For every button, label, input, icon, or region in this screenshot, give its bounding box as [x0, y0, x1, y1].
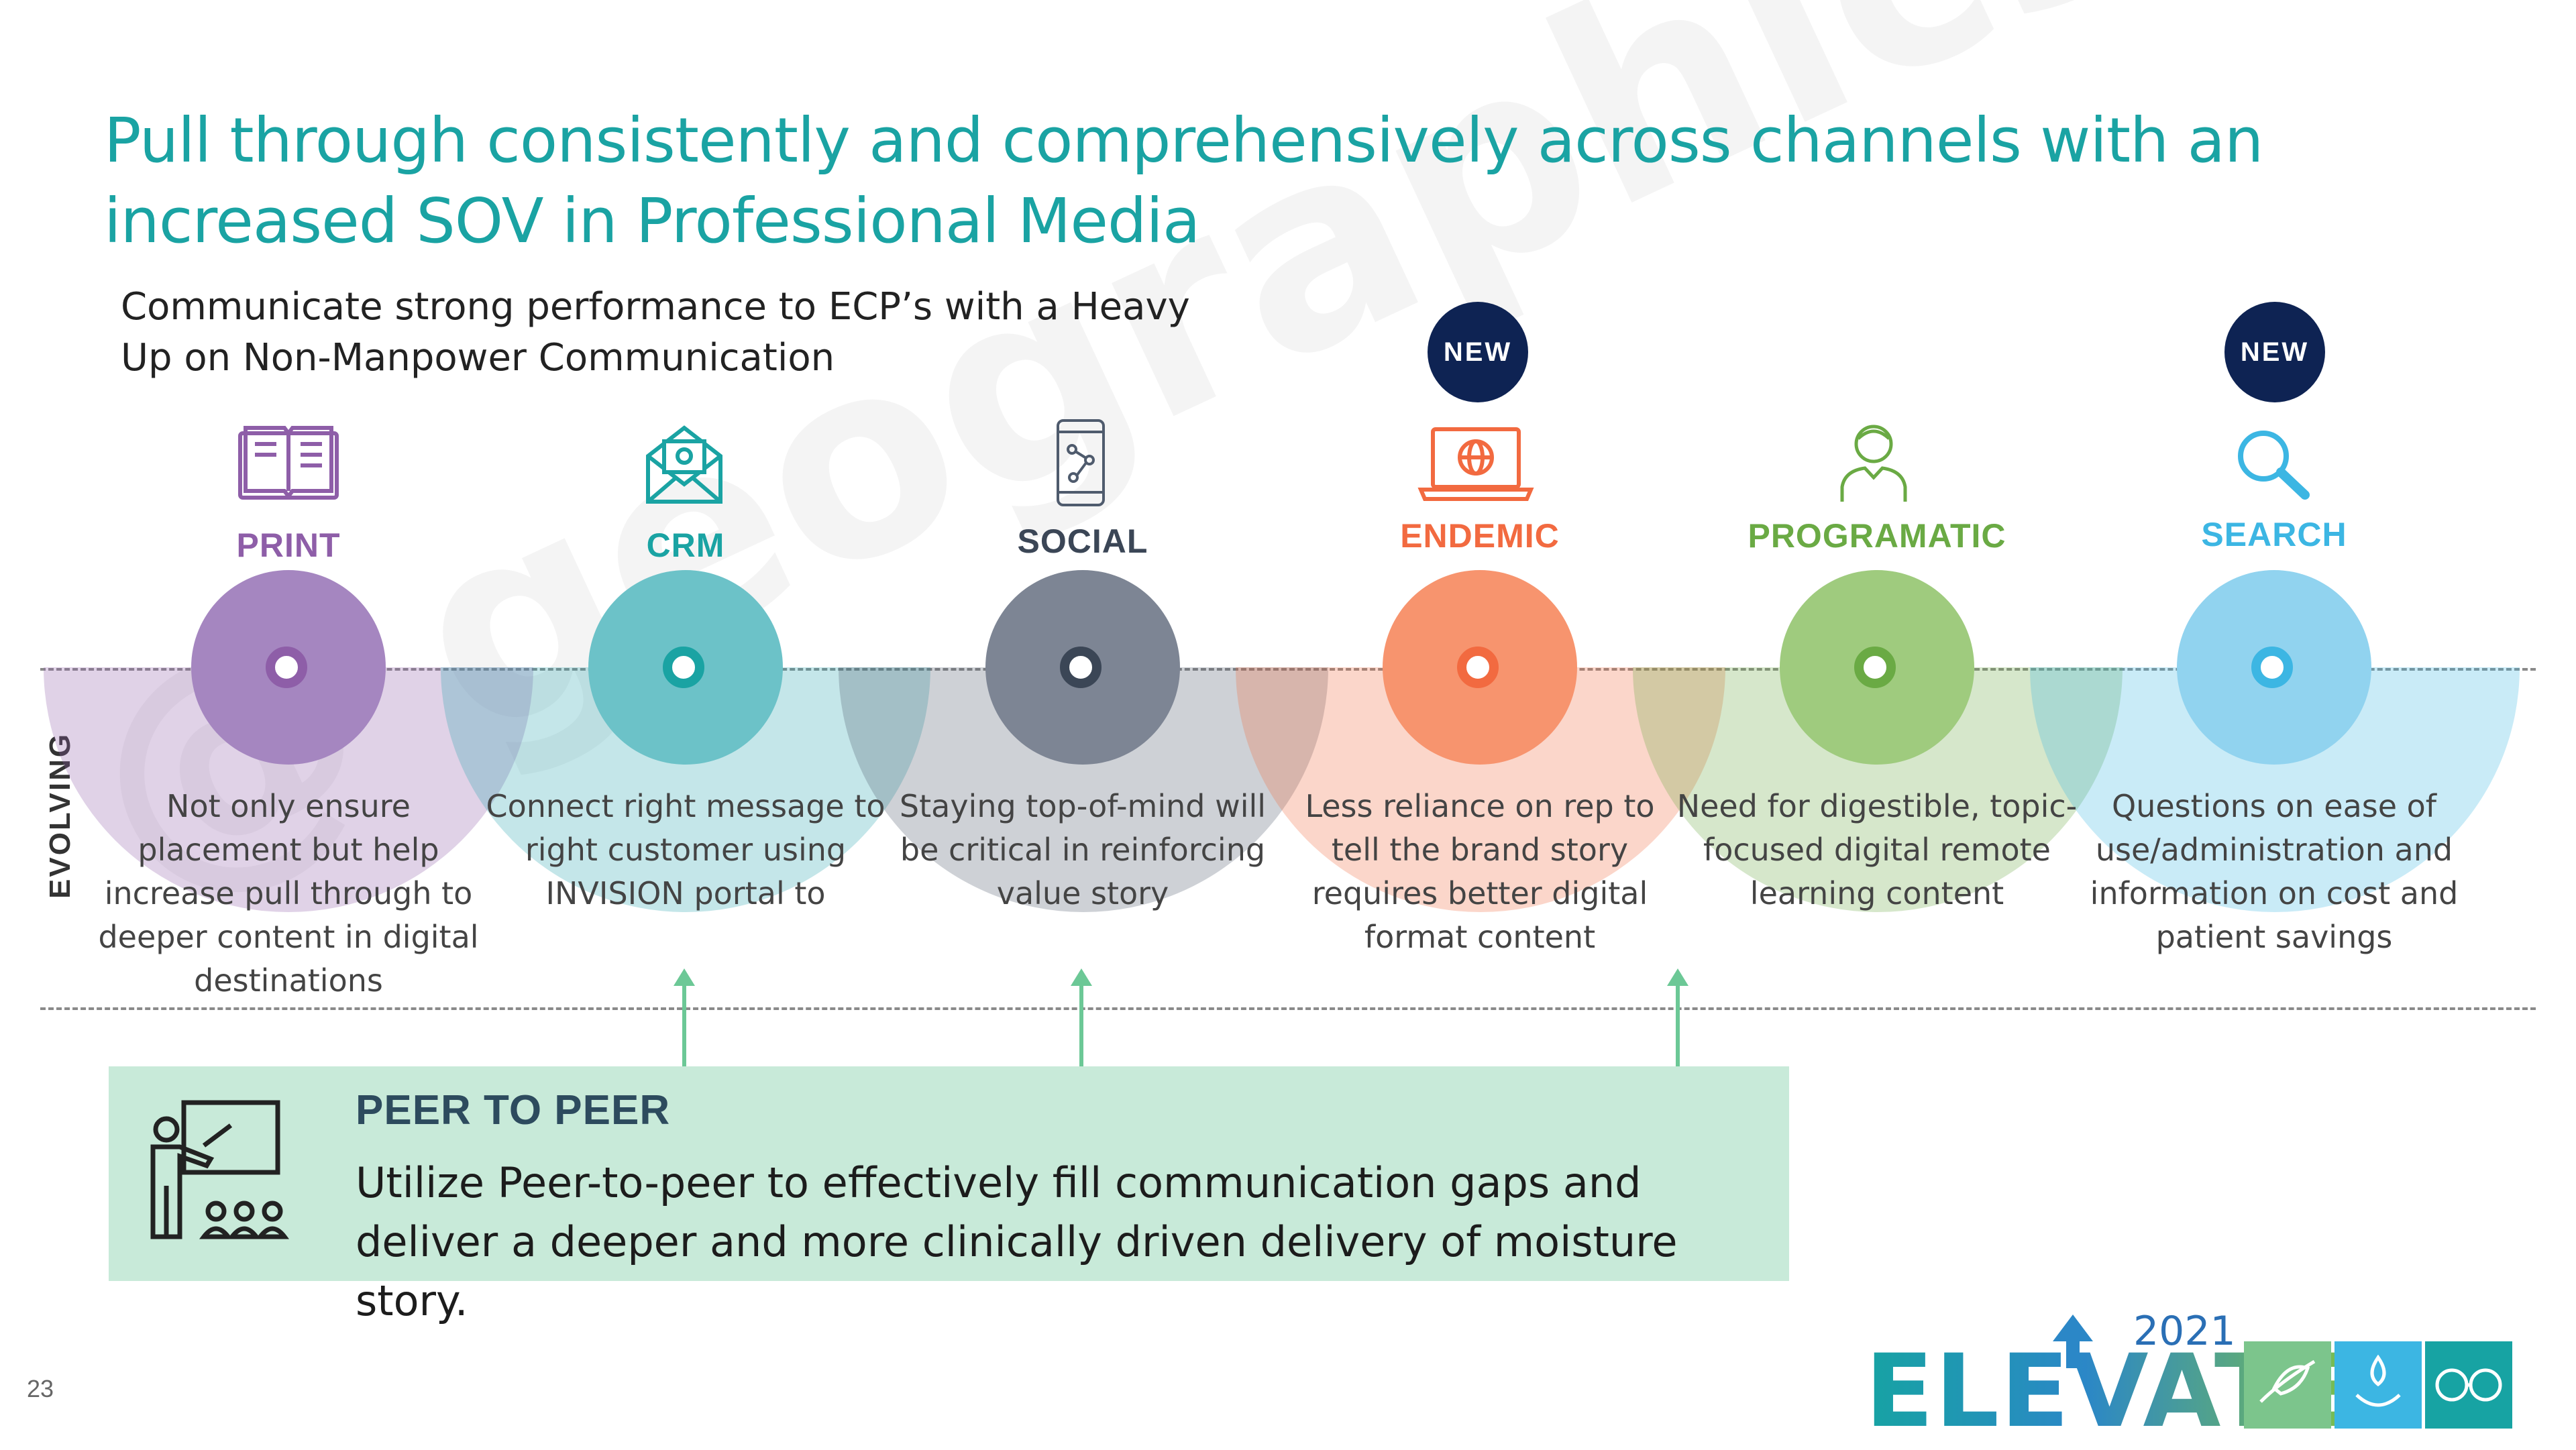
peer-to-peer-box [109, 1066, 1789, 1281]
arrow-head-social [1071, 968, 1092, 986]
evolving-label: EVOLVING [44, 732, 76, 899]
page-subtitle: Communicate strong performance to ECP’s … [121, 285, 1190, 380]
channel-label-programatic: PROGRAMATIC [1748, 517, 2006, 555]
channel-desc-crm: Connect right message to right customer … [486, 788, 885, 911]
logo-arrow-icon [2053, 1315, 2093, 1368]
channel-desc-print: Not only ensure placement but help incre… [98, 788, 479, 999]
timeline-dot-search [2251, 647, 2293, 688]
channel-desc-search: Questions on ease of use/administration … [2090, 788, 2459, 955]
page-title: Pull through consistently and comprehens… [104, 105, 2263, 257]
peer-to-peer-text: Utilize Peer-to-peer to effectively fill… [356, 1158, 1678, 1325]
new-badge-endemic: NEW [1428, 302, 1528, 402]
arrow-to-endemic [1676, 985, 1680, 1066]
timeline-dot-crm [663, 647, 704, 688]
arrow-head-crm [674, 968, 695, 986]
presenter-icon [150, 1100, 290, 1239]
timeline-dot-social [1060, 647, 1102, 688]
leaf-hand-icon [2259, 1359, 2316, 1403]
channel-label-crm: CRM [646, 526, 725, 564]
arrow-head-endemic [1667, 968, 1688, 986]
channel-desc-programatic: Need for digestible, topic-focused digit… [1676, 788, 2078, 911]
peer-to-peer-title: PEER TO PEER [356, 1087, 671, 1133]
channel-label-search: SEARCH [2201, 516, 2347, 553]
book-icon [238, 426, 339, 500]
smartphone-network-icon [1057, 419, 1105, 506]
channel-label-print: PRINT [236, 526, 341, 564]
logo-tile-leaf [2244, 1341, 2331, 1429]
timeline-line-top [40, 668, 2536, 671]
person-icon [1840, 425, 1907, 502]
lens-case-icon [2435, 1368, 2502, 1402]
channel-label-endemic: ENDEMIC [1400, 517, 1560, 555]
laptop-globe-icon [1417, 427, 1534, 501]
timeline-dot-print [266, 647, 307, 688]
logo-year: 2021 [2133, 1308, 2236, 1355]
page-number: 23 [27, 1375, 54, 1402]
arrow-to-crm [682, 985, 686, 1066]
timeline-dot-programatic [1854, 647, 1896, 688]
timeline-dot-endemic [1457, 647, 1499, 688]
channel-desc-endemic: Less reliance on rep to tell the brand s… [1305, 788, 1655, 955]
channel-desc-social: Staying top-of-mind will be critical in … [899, 788, 1267, 911]
lens-drop-icon [2355, 1355, 2401, 1407]
email-icon [646, 425, 722, 504]
timeline-line-bottom [40, 1007, 2536, 1010]
new-badge-search: NEW [2224, 302, 2325, 402]
channel-label-social: SOCIAL [1017, 522, 1148, 560]
magnifier-icon [2238, 431, 2310, 500]
arrow-to-social [1079, 985, 1083, 1066]
